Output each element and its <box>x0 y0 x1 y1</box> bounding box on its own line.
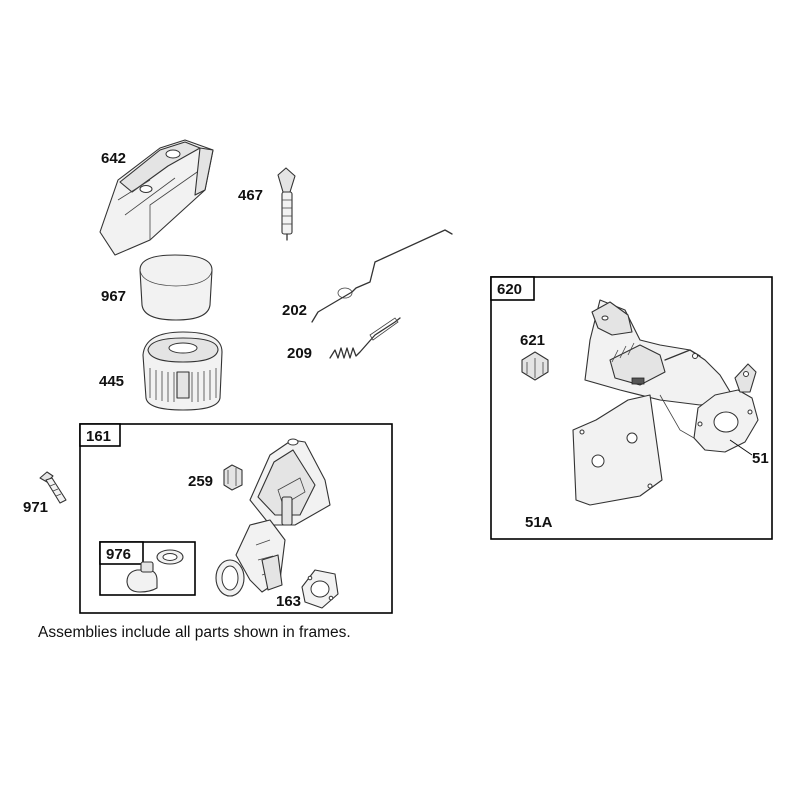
leader-51 <box>729 439 753 456</box>
air-cleaner-cover-642 <box>99 139 214 256</box>
label-971: 971 <box>23 499 48 516</box>
label-51A: 51A <box>525 514 553 531</box>
label-642: 642 <box>101 150 126 167</box>
label-467: 467 <box>238 187 263 204</box>
mounting-plate-51A <box>572 394 663 506</box>
label-976: 976 <box>106 546 131 563</box>
governor-spring-209 <box>329 317 401 359</box>
gasket-51 <box>659 363 759 453</box>
governor-link-202 <box>311 229 453 323</box>
label-445: 445 <box>99 373 124 390</box>
clip-621 <box>521 351 549 381</box>
pre-cleaner-967 <box>139 254 213 321</box>
gasket-163 <box>301 569 339 609</box>
label-209: 209 <box>287 345 312 362</box>
label-202: 202 <box>282 302 307 319</box>
label-621: 621 <box>520 332 545 349</box>
label-163: 163 <box>276 593 301 610</box>
label-259: 259 <box>188 473 213 490</box>
part-467 <box>277 167 296 241</box>
assembly-frame-976 <box>99 541 196 596</box>
assembly-note: Assemblies include all parts shown in fr… <box>38 624 351 641</box>
label-620: 620 <box>497 281 522 298</box>
control-bracket <box>584 299 736 406</box>
assembly-frame-620 <box>490 276 773 540</box>
air-filter-445 <box>142 331 223 411</box>
label-161: 161 <box>86 428 111 445</box>
label-51: 51 <box>752 450 769 467</box>
breather-tube-976 <box>126 549 184 593</box>
clip-259 <box>223 464 243 491</box>
label-967: 967 <box>101 288 126 305</box>
screw-971 <box>39 471 67 504</box>
assembly-frame-161 <box>79 423 393 614</box>
air-cleaner-base <box>215 438 331 597</box>
